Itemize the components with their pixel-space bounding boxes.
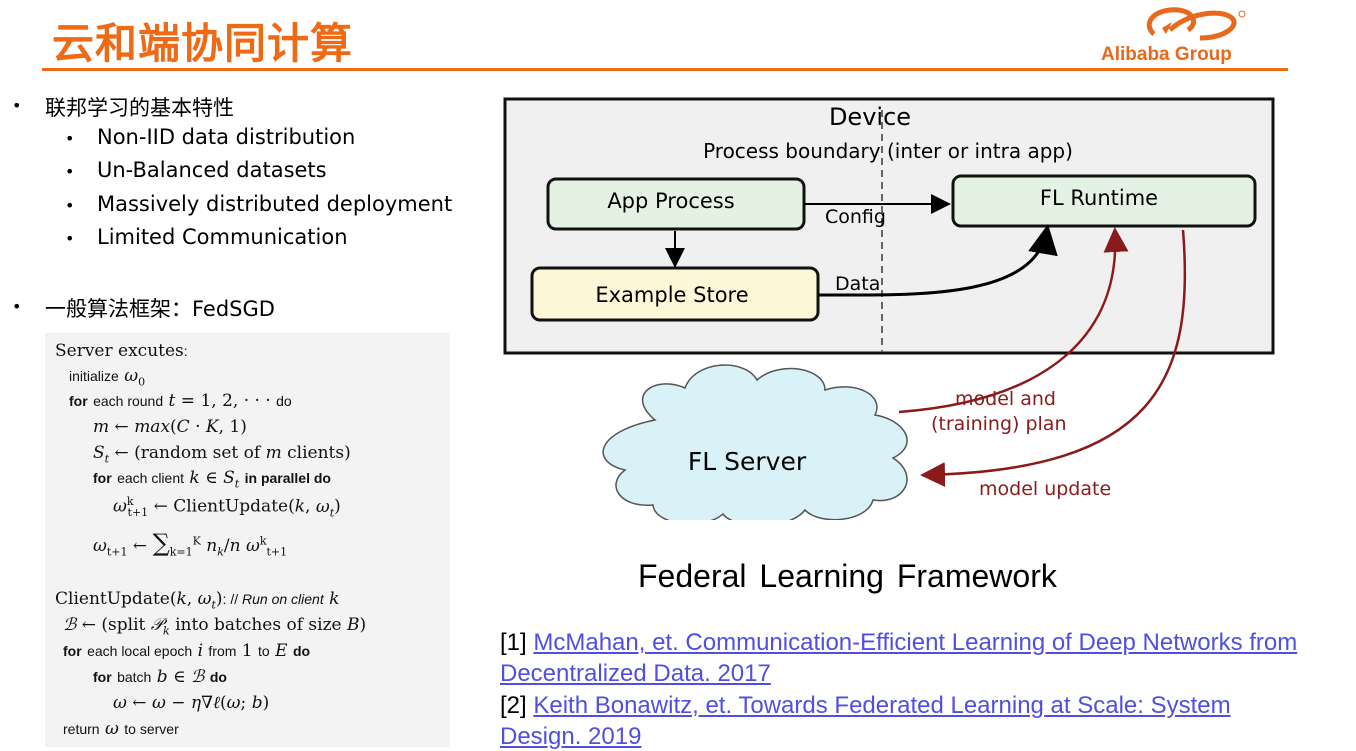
reference-number: [2]: [500, 692, 534, 719]
title-underline: [42, 68, 1288, 71]
data-arrow: [817, 224, 1058, 297]
model-plan-label-1: model and: [955, 388, 1056, 410]
bullet-dot-icon: •: [65, 129, 75, 148]
alibaba-logo-icon: [1146, 7, 1246, 41]
fl-runtime-box: [951, 174, 1257, 228]
bullet-dot-icon: •: [65, 196, 75, 215]
bullet-dot-icon: •: [65, 229, 75, 248]
model-update-label: model update: [979, 478, 1111, 500]
fl-framework-diagram: Device Process boundary (inter or intra …: [503, 97, 1275, 520]
example-store-label: Example Store: [595, 283, 748, 307]
sub-bullet: Limited Communication: [97, 225, 348, 249]
reference-link[interactable]: Design. 2019: [500, 723, 642, 750]
model-update-arrow: [920, 229, 1187, 488]
model-plan-arrow: [898, 227, 1129, 414]
model-plan-label-2: (training) plan: [931, 413, 1067, 435]
data-label: Data: [835, 273, 880, 295]
reference-2-cont: Design. 2019: [500, 723, 641, 751]
reference-link[interactable]: McMahan, et. Communication-Efficient Lea…: [533, 629, 1298, 656]
logo-text: Alibaba Group: [1101, 44, 1232, 65]
fl-runtime-label: FL Runtime: [1040, 186, 1158, 210]
fedsgd-algorithm-image: Server excutes: initialize ω0 for each r…: [45, 333, 450, 747]
bullet-dot-icon: •: [12, 297, 22, 316]
bullet-heading: 一般算法框架：FedSGD: [45, 297, 275, 321]
sub-bullet: Massively distributed deployment: [97, 192, 453, 216]
reference-1: [1] McMahan, et. Communication-Efficient…: [500, 629, 1297, 657]
app-process-label: App Process: [607, 189, 734, 213]
bullet-heading: 联邦学习的基本特性: [45, 96, 234, 120]
diagram-caption: Federal Learning Framework: [638, 558, 1057, 594]
reference-link[interactable]: Keith Bonawitz, et. Towards Federated Le…: [533, 692, 1231, 719]
boundary-label: Process boundary (inter or intra app): [703, 139, 1073, 163]
bullet-dot-icon: •: [65, 162, 75, 181]
page-title: 云和端协同计算: [52, 19, 354, 68]
config-label: Config: [825, 206, 886, 228]
bullet-dot-icon: •: [12, 96, 22, 115]
reference-2: [2] Keith Bonawitz, et. Towards Federate…: [500, 692, 1231, 720]
reference-link[interactable]: Decentralized Data. 2017: [500, 660, 771, 687]
reference-number: [1]: [500, 629, 534, 656]
fl-server-cloud-icon: [602, 364, 908, 520]
device-label: Device: [829, 103, 911, 131]
reference-1-cont: Decentralized Data. 2017: [500, 660, 771, 688]
fl-server-label: FL Server: [688, 447, 807, 476]
sub-bullet: Un-Balanced datasets: [97, 158, 327, 182]
sub-bullet: Non-IID data distribution: [97, 125, 356, 149]
